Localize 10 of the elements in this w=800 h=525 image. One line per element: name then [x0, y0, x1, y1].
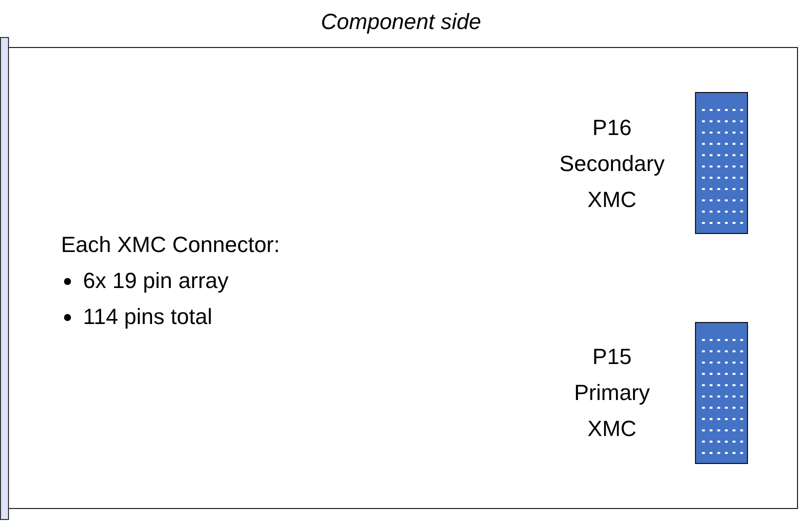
connector-label: P15 Primary XMC — [574, 343, 650, 443]
list-item: 6x 19 pin array — [83, 267, 229, 295]
list-item: 114 pins total — [83, 303, 212, 331]
circuit-board — [8, 47, 798, 509]
front-panel-bracket — [0, 37, 9, 520]
connector-label: P16 Secondary XMC — [559, 114, 665, 214]
xmc-connector — [695, 92, 748, 234]
list-heading: Each XMC Connector: — [61, 231, 280, 259]
diagram-title: Component side — [320, 9, 482, 35]
xmc-connector — [695, 322, 748, 464]
